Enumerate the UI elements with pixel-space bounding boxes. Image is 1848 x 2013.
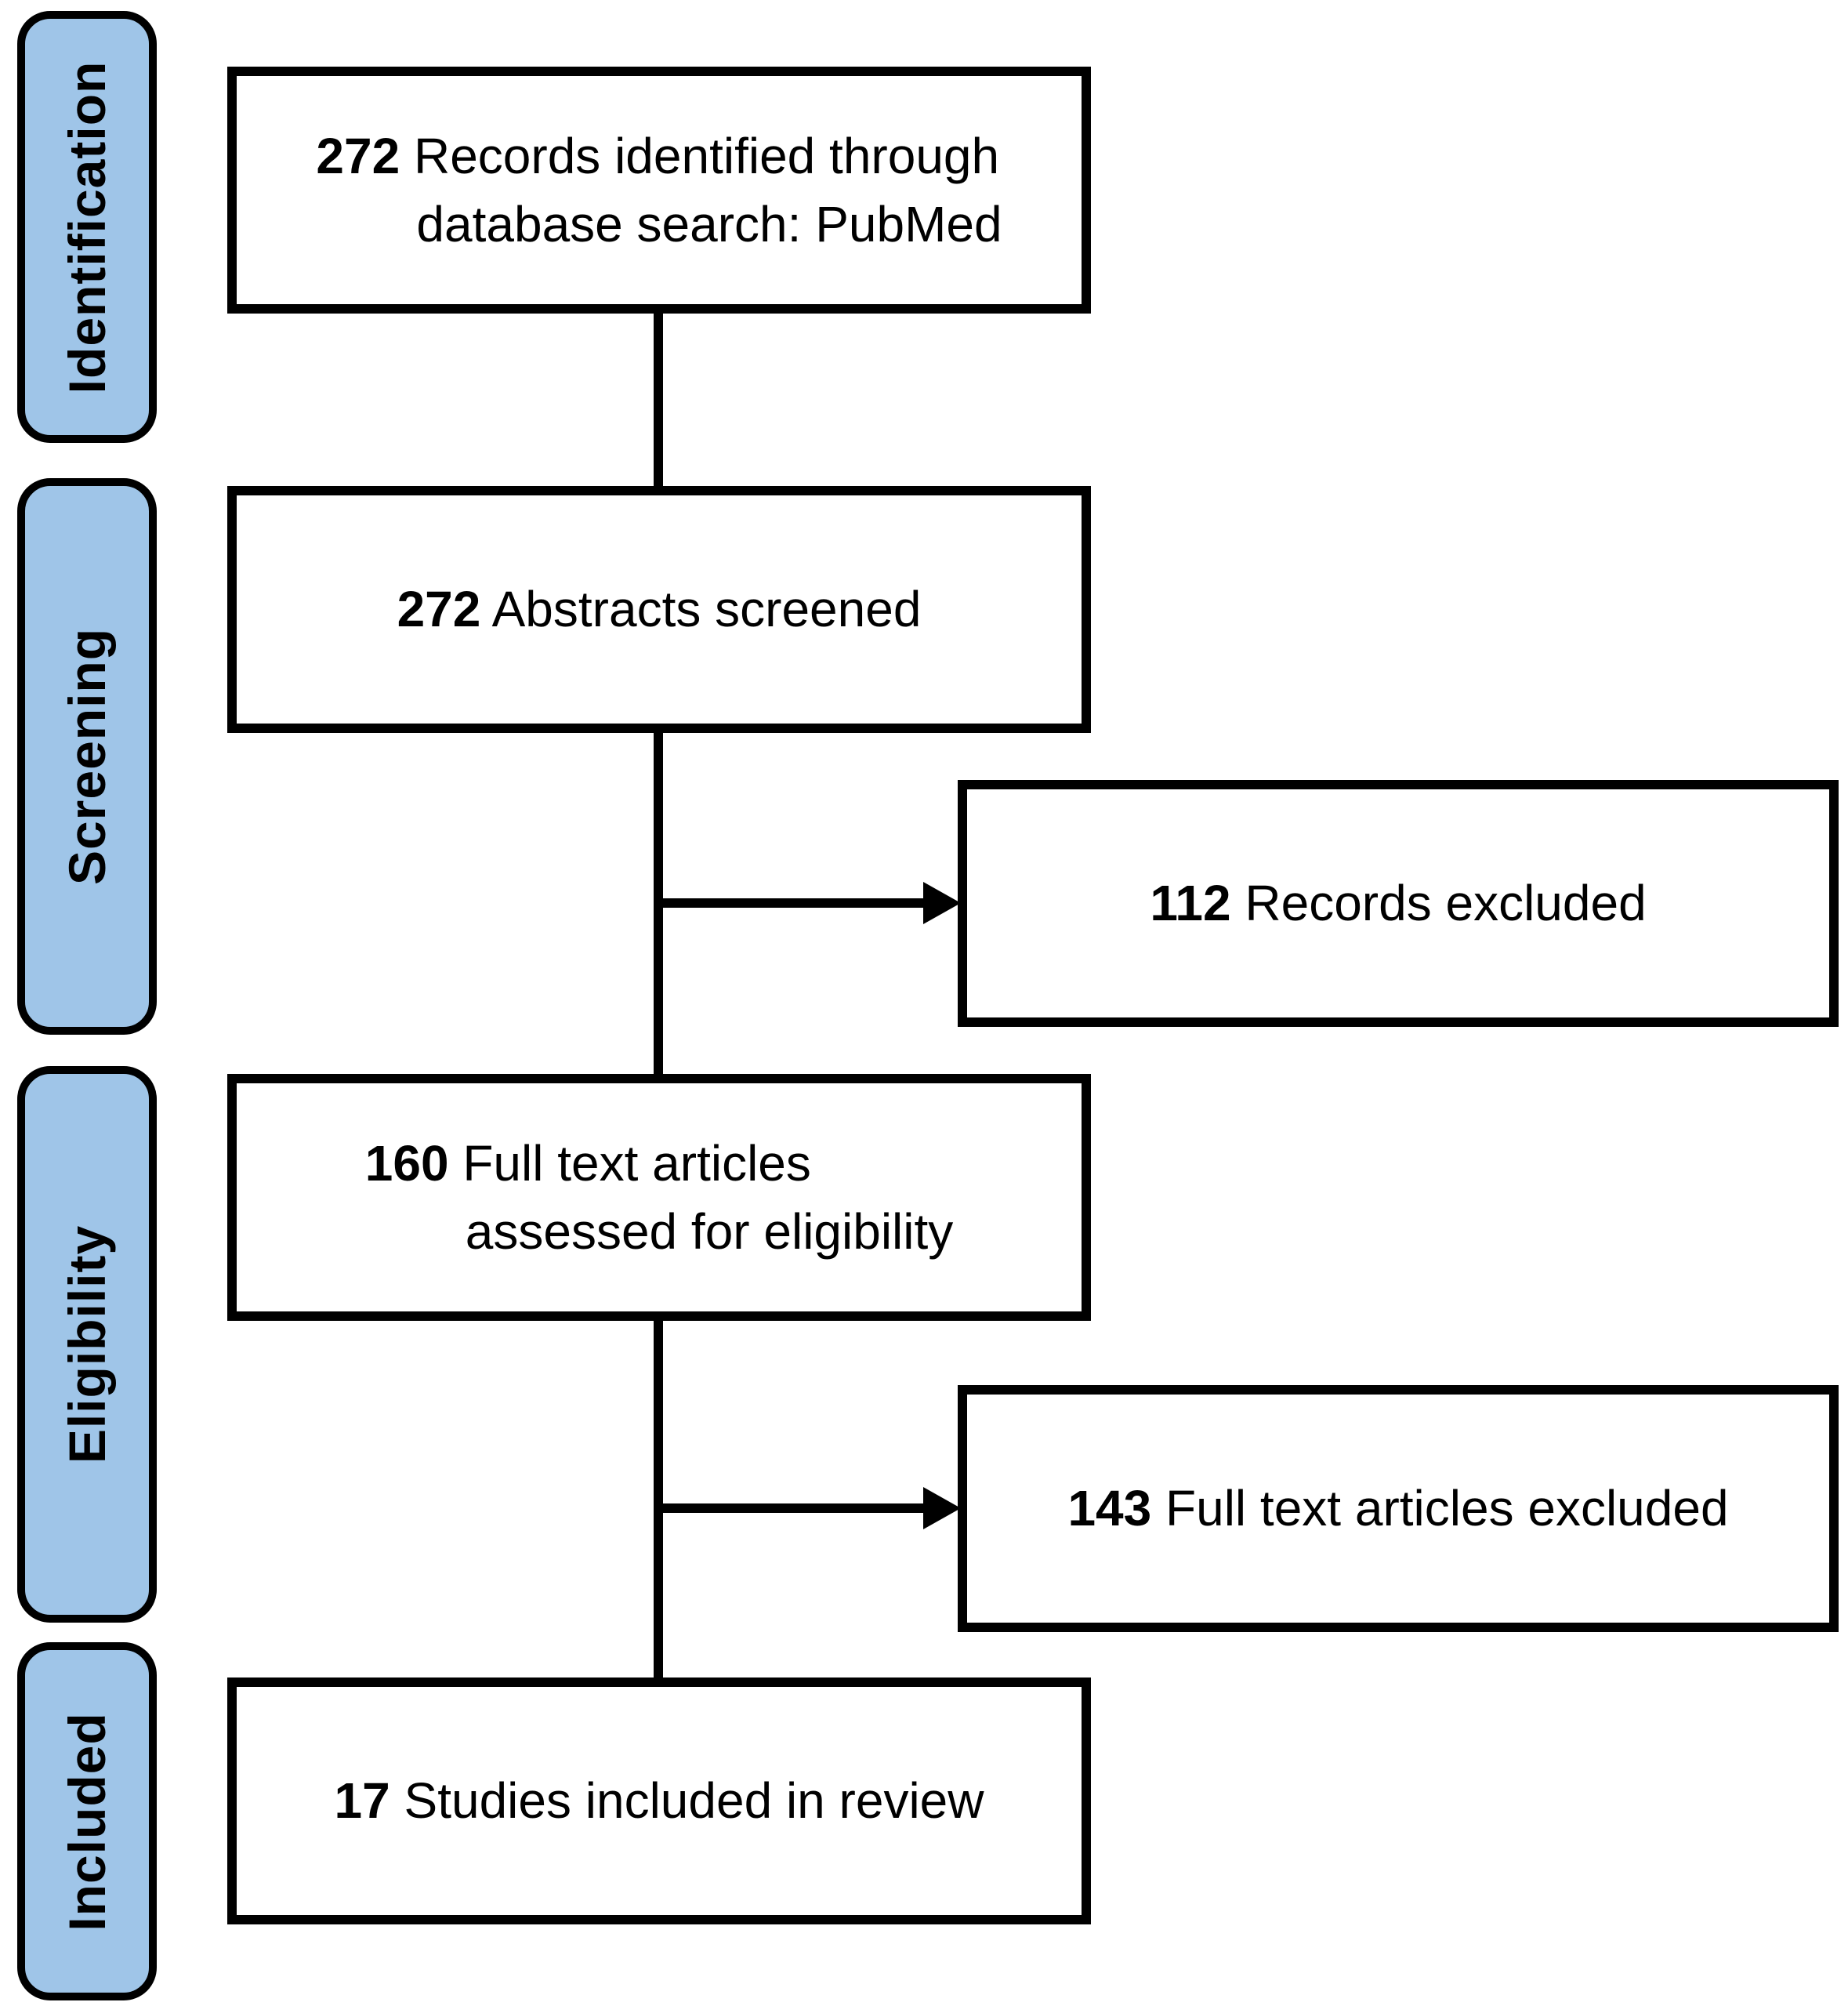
connector-assessed-to-included <box>654 1319 663 1680</box>
box-fulltext-excluded: 143 Full text articles excluded <box>958 1385 1839 1632</box>
arrow-right-icon <box>923 1487 961 1529</box>
fulltext-excluded-label: Full text articles excluded <box>1165 1480 1729 1537</box>
connector-branch-to-records-excluded <box>658 898 926 908</box>
stage-identification-label: Identification <box>58 60 116 394</box>
box-records-identified-text: 272 Records identified through database … <box>316 122 1002 258</box>
records-identified-count: 272 <box>316 128 400 185</box>
fulltext-excluded-count: 143 <box>1067 1480 1152 1537</box>
connector-branch-to-fulltext-excluded <box>658 1503 926 1513</box>
box-studies-included-text: 17 Studies included in review <box>335 1767 984 1834</box>
fulltext-assessed-count: 160 <box>364 1135 449 1192</box>
box-studies-included: 17 Studies included in review <box>227 1678 1091 1924</box>
stage-screening: Screening <box>17 478 157 1035</box>
records-excluded-count: 112 <box>1150 875 1231 932</box>
records-identified-label-line2: database search: PubMed <box>416 195 1002 252</box>
fulltext-assessed-label-line2: assessed for eligibility <box>465 1202 954 1260</box>
abstracts-screened-count: 272 <box>397 581 481 638</box>
records-excluded-label: Records excluded <box>1245 875 1647 932</box>
connector-identified-to-screened <box>654 312 663 489</box>
box-records-identified: 272 Records identified through database … <box>227 67 1091 314</box>
abstracts-screened-label: Abstracts screened <box>491 581 922 638</box>
arrow-right-icon <box>923 882 961 924</box>
studies-included-label: Studies included in review <box>404 1772 984 1830</box>
records-identified-label: Records identified through <box>413 128 1000 185</box>
box-fulltext-excluded-text: 143 Full text articles excluded <box>1067 1474 1728 1542</box>
stage-included: Included <box>17 1642 157 2000</box>
fulltext-assessed-label: Full text articles <box>462 1135 811 1192</box>
box-abstracts-screened: 272 Abstracts screened <box>227 486 1091 733</box>
box-fulltext-assessed-text: 160 Full text articles assessed for elig… <box>365 1130 954 1265</box>
studies-included-count: 17 <box>334 1772 390 1830</box>
box-fulltext-assessed: 160 Full text articles assessed for elig… <box>227 1074 1091 1321</box>
stage-included-label: Included <box>58 1711 116 1931</box>
stage-identification: Identification <box>17 11 157 443</box>
stage-eligibility-label: Eligibility <box>58 1224 116 1464</box>
box-records-excluded: 112 Records excluded <box>958 780 1839 1027</box>
box-abstracts-screened-text: 272 Abstracts screened <box>397 575 922 643</box>
box-records-excluded-text: 112 Records excluded <box>1150 869 1646 937</box>
stage-eligibility: Eligibility <box>17 1066 157 1623</box>
stage-screening-label: Screening <box>58 627 116 886</box>
